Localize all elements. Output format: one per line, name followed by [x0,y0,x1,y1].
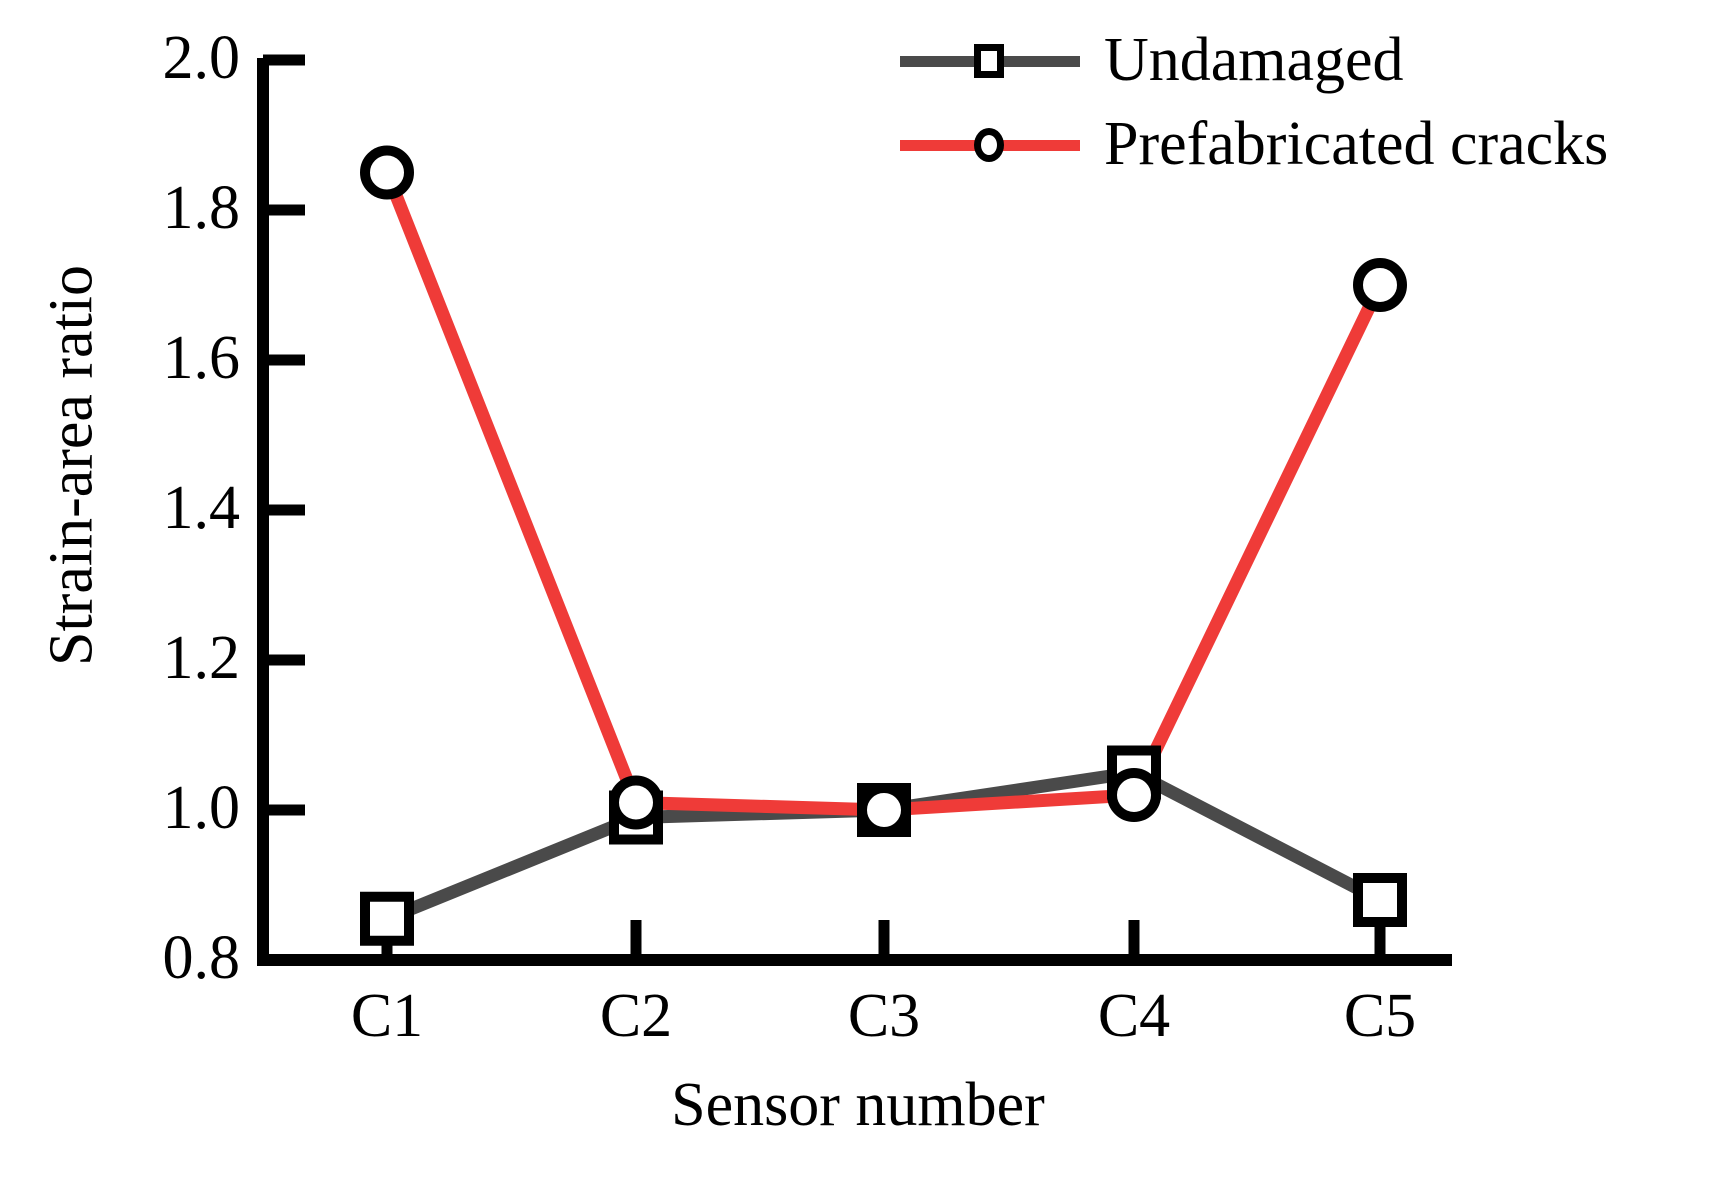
y-tick-label: 1.2 [162,624,241,692]
legend-label-undamaged: Undamaged [1104,26,1404,94]
data-point-marker-prefabricated-cracks [360,145,414,200]
legend-item-undamaged[interactable]: Undamaged [900,18,1720,102]
data-point-marker-undamaged [1353,873,1407,927]
y-tick-label: 1.8 [162,174,241,242]
square-icon [974,44,1004,78]
circle-icon [974,128,1004,162]
y-tick-label: 1.6 [162,324,241,392]
legend: Undamaged Prefabricated cracks [900,18,1720,186]
legend-sample-prefabricated-cracks [900,114,1080,174]
y-tick-label: 2.0 [162,24,241,92]
data-point-marker-prefabricated-cracks [1107,768,1161,822]
y-tick-label: 0.8 [162,924,241,992]
legend-label-prefabricated-cracks: Prefabricated cracks [1104,110,1609,178]
y-tick-label: 1.4 [162,474,241,542]
x-tick-label: C1 [350,982,424,1050]
data-point-marker-undamaged [360,891,414,946]
legend-item-prefabricated-cracks[interactable]: Prefabricated cracks [900,102,1720,186]
series-line-prefabricated-cracks [380,170,1386,817]
x-axis-title: Sensor number [671,1071,1045,1139]
data-point-marker-prefabricated-cracks [1353,258,1407,312]
x-tick-label: C3 [847,982,921,1050]
data-point-marker-prefabricated-cracks [609,775,663,830]
legend-sample-undamaged [900,30,1080,90]
x-tick-label: C4 [1097,982,1171,1050]
x-tick-label: C5 [1343,982,1417,1050]
y-tick-label: 1.0 [162,774,241,842]
data-point-marker-prefabricated-cracks [857,783,911,837]
x-tick-label: C2 [599,982,673,1050]
